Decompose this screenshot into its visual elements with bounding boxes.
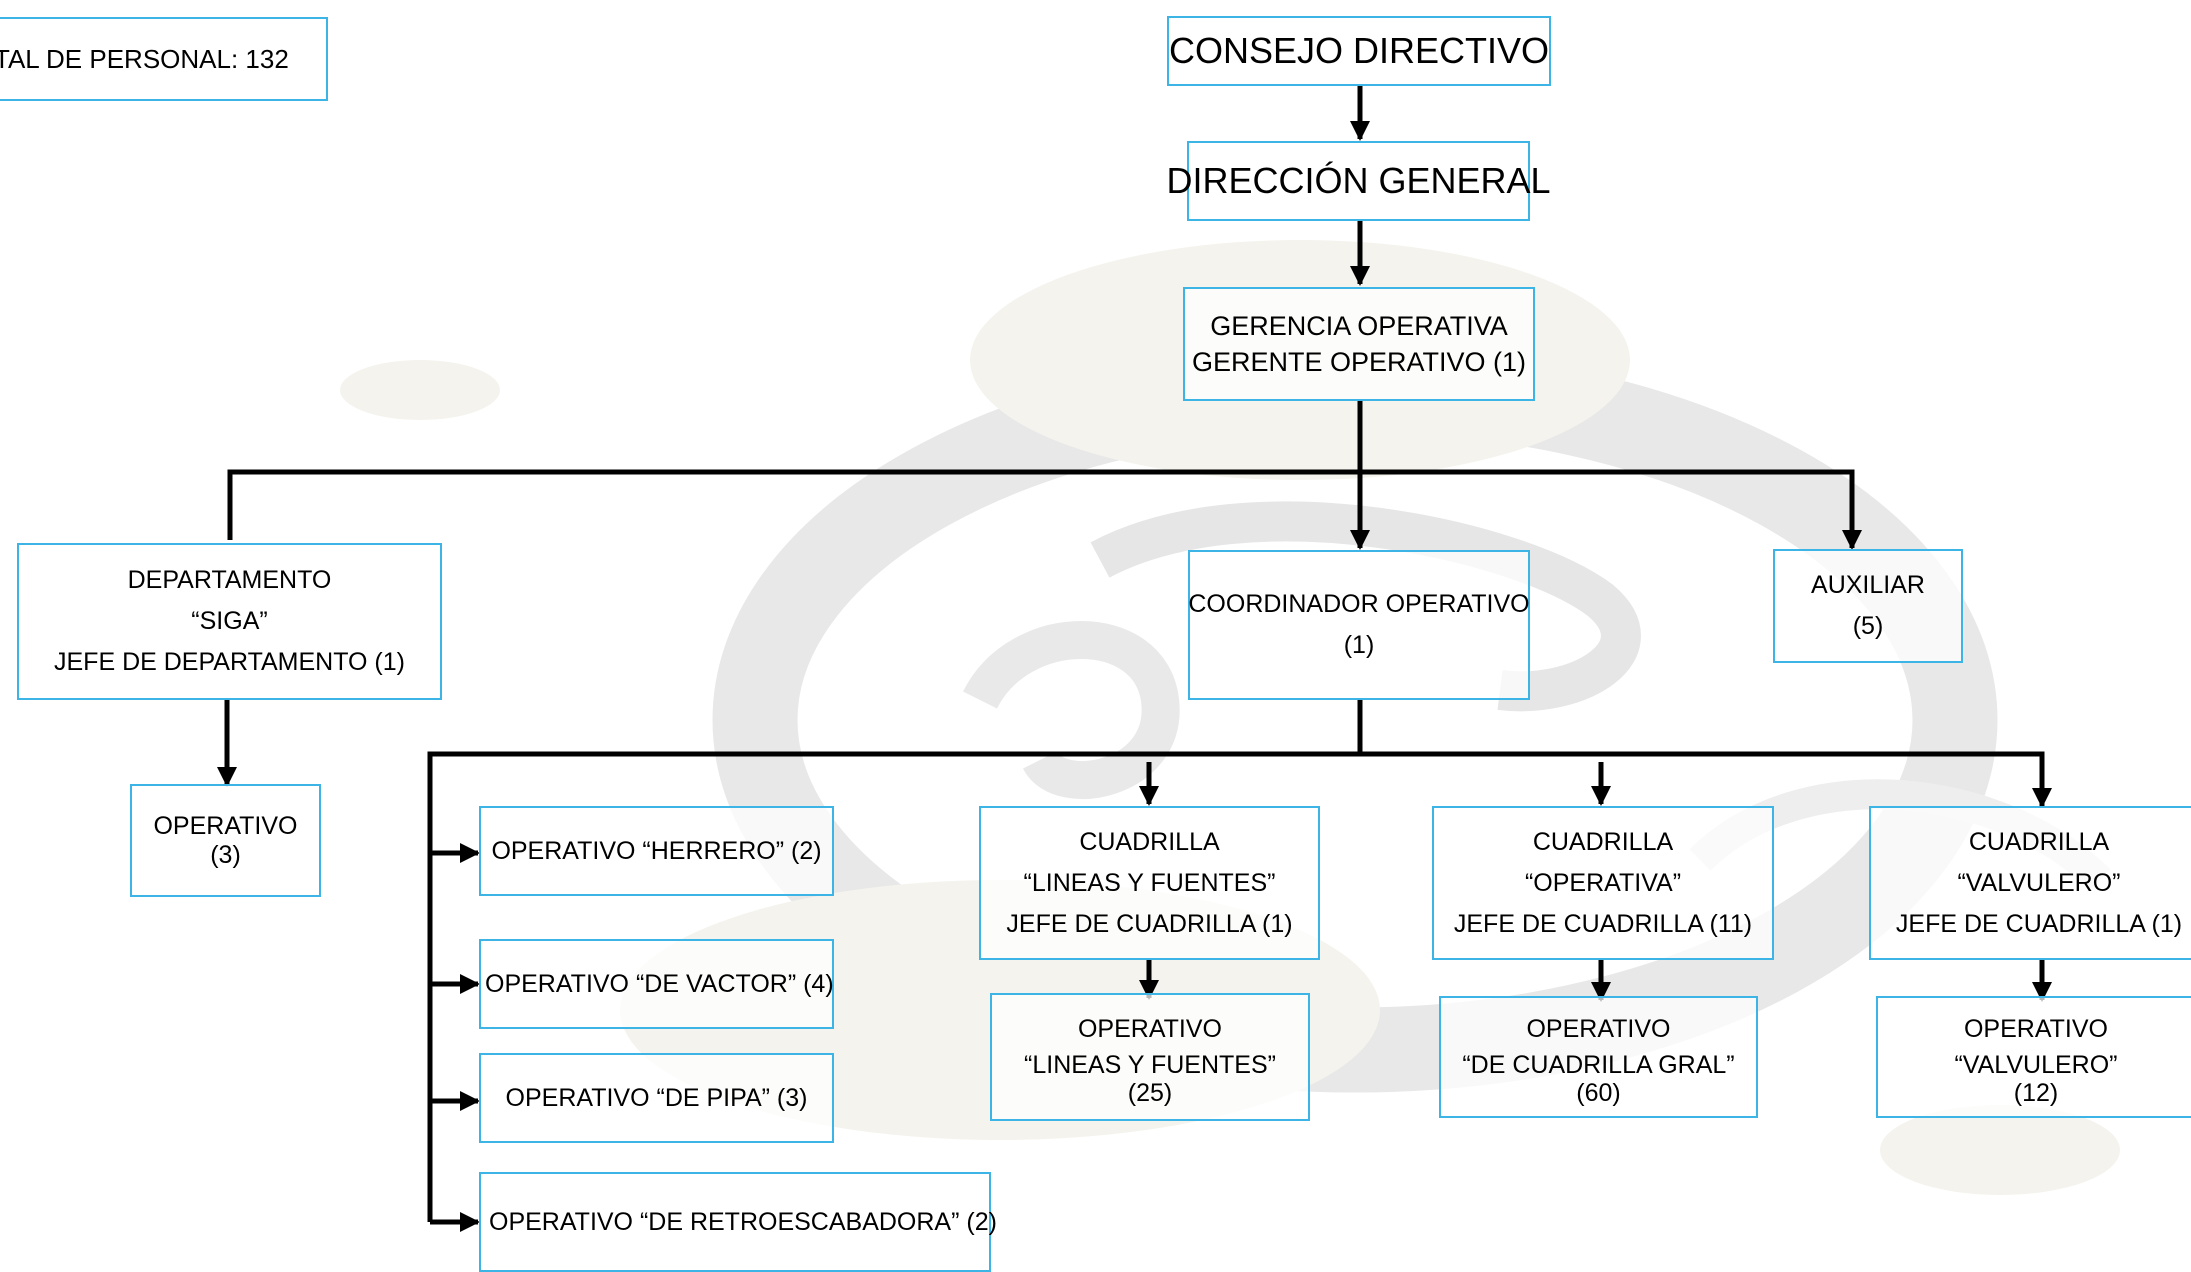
operativo-pipa-box: OPERATIVO “DE PIPA” (3) <box>479 1053 834 1143</box>
departamento-siga-box: DEPARTAMENTO “SIGA” JEFE DE DEPARTAMENTO… <box>17 543 442 700</box>
operativo-retroescabadora-label: OPERATIVO “DE RETROESCABADORA” (2) <box>489 1207 997 1236</box>
cuadrilla-valvulero-line3: JEFE DE CUADRILLA (1) <box>1895 909 2183 938</box>
cuadrilla-operativa-line2: “OPERATIVA” <box>1524 868 1682 897</box>
coordinador-line1: COORDINADOR OPERATIVO <box>1188 590 1530 618</box>
cuadrilla-valvulero-line1: CUADRILLA <box>1968 827 2110 856</box>
direccion-general-box: DIRECCIÓN GENERAL <box>1166 141 1551 221</box>
operativo-herrero-label: OPERATIVO “HERRERO” (2) <box>491 836 822 865</box>
operativo-pipa-label: OPERATIVO “DE PIPA” (3) <box>505 1083 808 1112</box>
total-personnel-label: TAL DE PERSONAL: 132 <box>0 43 289 74</box>
operativo-gral-line1: OPERATIVO <box>1526 1015 1671 1043</box>
coordinador-operativo-box: COORDINADOR OPERATIVO (1) <box>1188 550 1530 700</box>
operativo-valvulero-line2: “VALVULERO” <box>1954 1051 2118 1079</box>
consejo-directivo-box: CONSEJO DIRECTIVO <box>1167 16 1551 86</box>
cuadrilla-lineas-line3: JEFE DE CUADRILLA (1) <box>1006 909 1293 938</box>
cuadrilla-operativa-line1: CUADRILLA <box>1532 827 1674 856</box>
operativo-vactor-label: OPERATIVO “DE VACTOR” (4) <box>485 969 834 998</box>
operativo-gral-box: OPERATIVO “DE CUADRILLA GRAL” (60) <box>1439 996 1758 1118</box>
operativo-gral-line2: “DE CUADRILLA GRAL” <box>1462 1051 1735 1079</box>
cuadrilla-lineas-line2: “LINEAS Y FUENTES” <box>1023 868 1276 897</box>
auxiliar-line1: AUXILIAR <box>1811 571 1925 599</box>
operativo-herrero-box: OPERATIVO “HERRERO” (2) <box>479 806 834 896</box>
departamento-line2: “SIGA” <box>191 607 268 635</box>
departamento-operativo-line2: (3) <box>210 840 241 869</box>
departamento-operativo-line1: OPERATIVO <box>153 811 298 840</box>
operativo-lineas-box: OPERATIVO “LINEAS Y FUENTES” (25) <box>990 993 1310 1121</box>
operativo-valvulero-box: OPERATIVO “VALVULERO” (12) <box>1876 996 2191 1118</box>
total-personnel-box: TAL DE PERSONAL: 132 <box>0 17 328 101</box>
cuadrilla-operativa-box: CUADRILLA “OPERATIVA” JEFE DE CUADRILLA … <box>1432 806 1774 960</box>
departamento-operativo-box: OPERATIVO (3) <box>130 784 321 897</box>
direccion-general-label: DIRECCIÓN GENERAL <box>1166 160 1551 201</box>
operativo-retroescabadora-box: OPERATIVO “DE RETROESCABADORA” (2) <box>479 1172 997 1272</box>
auxiliar-box: AUXILIAR (5) <box>1773 549 1963 663</box>
departamento-line1: DEPARTAMENTO <box>127 566 332 594</box>
consejo-directivo-label: CONSEJO DIRECTIVO <box>1168 30 1550 71</box>
cuadrilla-lineas-line1: CUADRILLA <box>1079 827 1220 856</box>
cuadrilla-lineas-box: CUADRILLA “LINEAS Y FUENTES” JEFE DE CUA… <box>979 806 1320 960</box>
operativo-lineas-line1: OPERATIVO <box>1077 1015 1222 1043</box>
operativo-valvulero-line1: OPERATIVO <box>1963 1015 2108 1043</box>
operativo-lineas-line3: (25) <box>1127 1079 1173 1107</box>
gerencia-line2: GERENTE OPERATIVO (1) <box>1191 347 1527 377</box>
operativo-valvulero-line3: (12) <box>2013 1079 2059 1107</box>
operativo-lineas-line2: “LINEAS Y FUENTES” <box>1024 1051 1276 1079</box>
auxiliar-line2: (5) <box>1852 612 1884 640</box>
cuadrilla-valvulero-line2: “VALVULERO” <box>1957 868 2121 897</box>
departamento-line3: JEFE DE DEPARTAMENTO (1) <box>54 648 405 676</box>
gerencia-operativa-box: GERENCIA OPERATIVA GERENTE OPERATIVO (1) <box>1183 287 1535 401</box>
coordinador-line2: (1) <box>1343 631 1375 659</box>
operativo-gral-line3: (60) <box>1576 1079 1621 1107</box>
cuadrilla-valvulero-box: CUADRILLA “VALVULERO” JEFE DE CUADRILLA … <box>1869 806 2191 960</box>
gerencia-line1: GERENCIA OPERATIVA <box>1210 311 1508 341</box>
operativo-vactor-box: OPERATIVO “DE VACTOR” (4) <box>479 939 834 1029</box>
cuadrilla-operativa-line3: JEFE DE CUADRILLA (11) <box>1453 909 1753 938</box>
